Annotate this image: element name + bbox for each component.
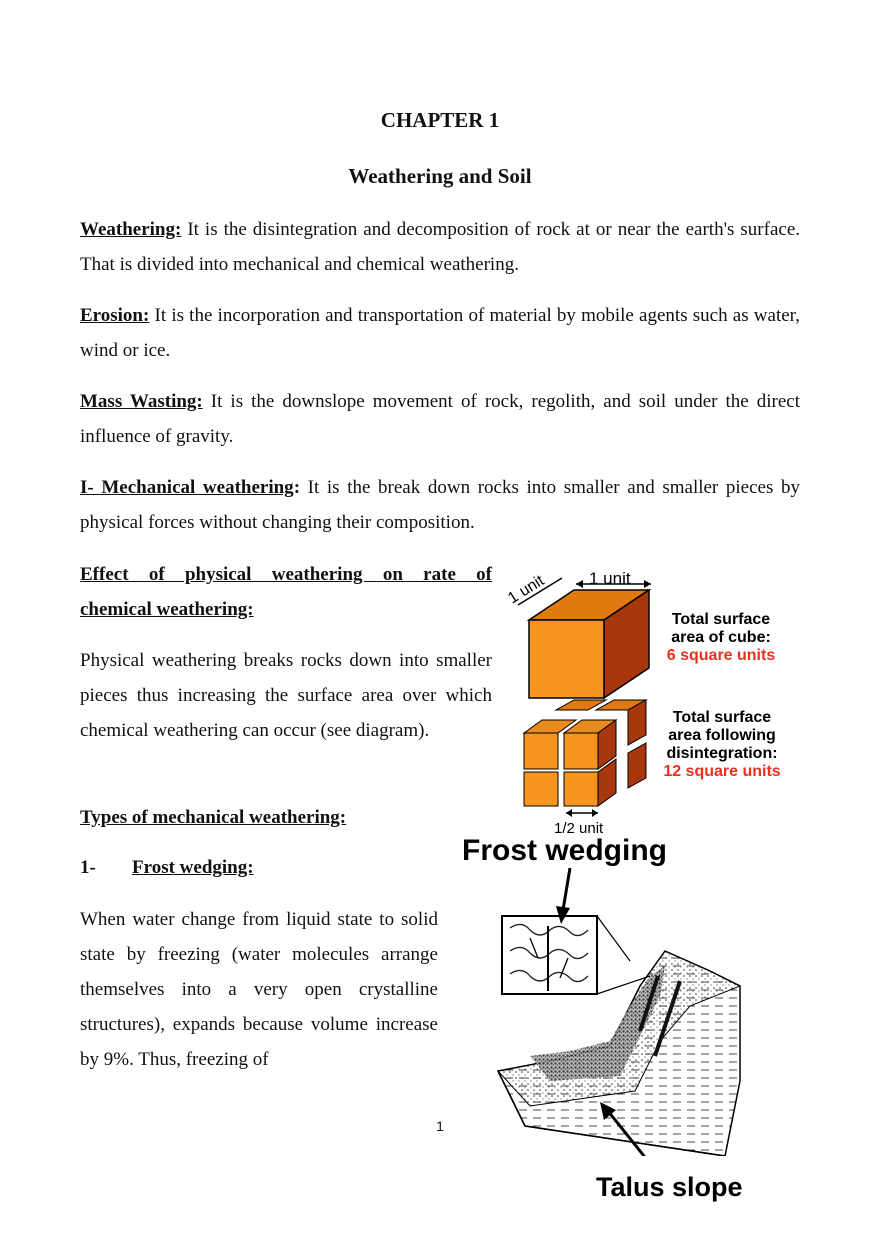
types-heading: Types of mechanical weathering: xyxy=(80,807,347,828)
frost-heading: 1- Frost wedging: xyxy=(80,850,492,885)
effect-paragraph: Physical weathering breaks rocks down in… xyxy=(80,650,492,741)
mechanical-term: I- Mechanical weathering xyxy=(80,477,294,498)
frost-wedging-caption: Frost wedging xyxy=(462,834,667,867)
talus-arrow xyxy=(600,1102,646,1156)
frost-number: 1- xyxy=(80,857,96,878)
mechanical-colon: : xyxy=(293,477,301,498)
erosion-text: It is the incorporation and transportati… xyxy=(80,305,800,361)
mass-wasting-paragraph: Mass Wasting: It is the downslope moveme… xyxy=(80,384,800,454)
weathering-text: It is the disintegration and decompositi… xyxy=(80,219,800,275)
erosion-paragraph: Erosion: It is the incorporation and tra… xyxy=(80,298,800,368)
mechanical-text: It is the break down rocks into smaller … xyxy=(80,477,801,533)
total2-value: 12 square units xyxy=(663,763,780,780)
mechanical-paragraph: I- Mechanical weathering: It is the brea… xyxy=(80,470,800,540)
total1-value: 6 square units xyxy=(667,647,776,664)
total2-line3: disintegration: xyxy=(666,745,777,762)
total2-line1: Total surface xyxy=(673,709,772,726)
effect-heading-line1: Effect of physical weathering on rate of xyxy=(80,564,492,585)
total1-line2: area of cube: xyxy=(671,629,771,646)
effect-heading-line2: chemical weathering: xyxy=(80,599,254,620)
frost-wedging-diagram xyxy=(496,867,742,1156)
weathering-term: Weathering: xyxy=(80,219,182,240)
chapter-heading: CHAPTER 1 xyxy=(380,108,500,132)
talus-slope-caption: Talus slope xyxy=(596,1172,743,1202)
slope-block xyxy=(496,950,742,1156)
half-unit-label: 1/2 unit xyxy=(554,820,604,837)
inset-box xyxy=(501,915,651,995)
frost-heading-label: Frost wedging: xyxy=(132,857,254,878)
frost-paragraph: When water change from liquid state to s… xyxy=(80,909,438,1070)
mass-wasting-text: It is the downslope movement of rock, re… xyxy=(80,391,800,447)
weathering-paragraph: Weathering: It is the disintegration and… xyxy=(80,212,800,282)
effect-heading: Effect of physical weathering on rate of… xyxy=(80,557,492,627)
small-cubes xyxy=(522,699,648,807)
mass-wasting-term: Mass Wasting: xyxy=(80,391,203,412)
total1-line1: Total surface xyxy=(672,611,771,628)
total2-line2: area following xyxy=(668,727,776,744)
top-unit-label: 1 unit xyxy=(589,569,631,588)
frost-arrow xyxy=(556,867,572,924)
erosion-term: Erosion: xyxy=(80,305,150,326)
side-unit-label: 1 unit xyxy=(505,572,548,607)
page-title: Weathering and Soil xyxy=(348,164,532,188)
cube-surface-area-diagram: 1 unit 1 unit 1/2 unit Total surface are… xyxy=(505,569,781,837)
page-number: 1 xyxy=(436,1118,444,1134)
big-cube xyxy=(526,588,652,700)
